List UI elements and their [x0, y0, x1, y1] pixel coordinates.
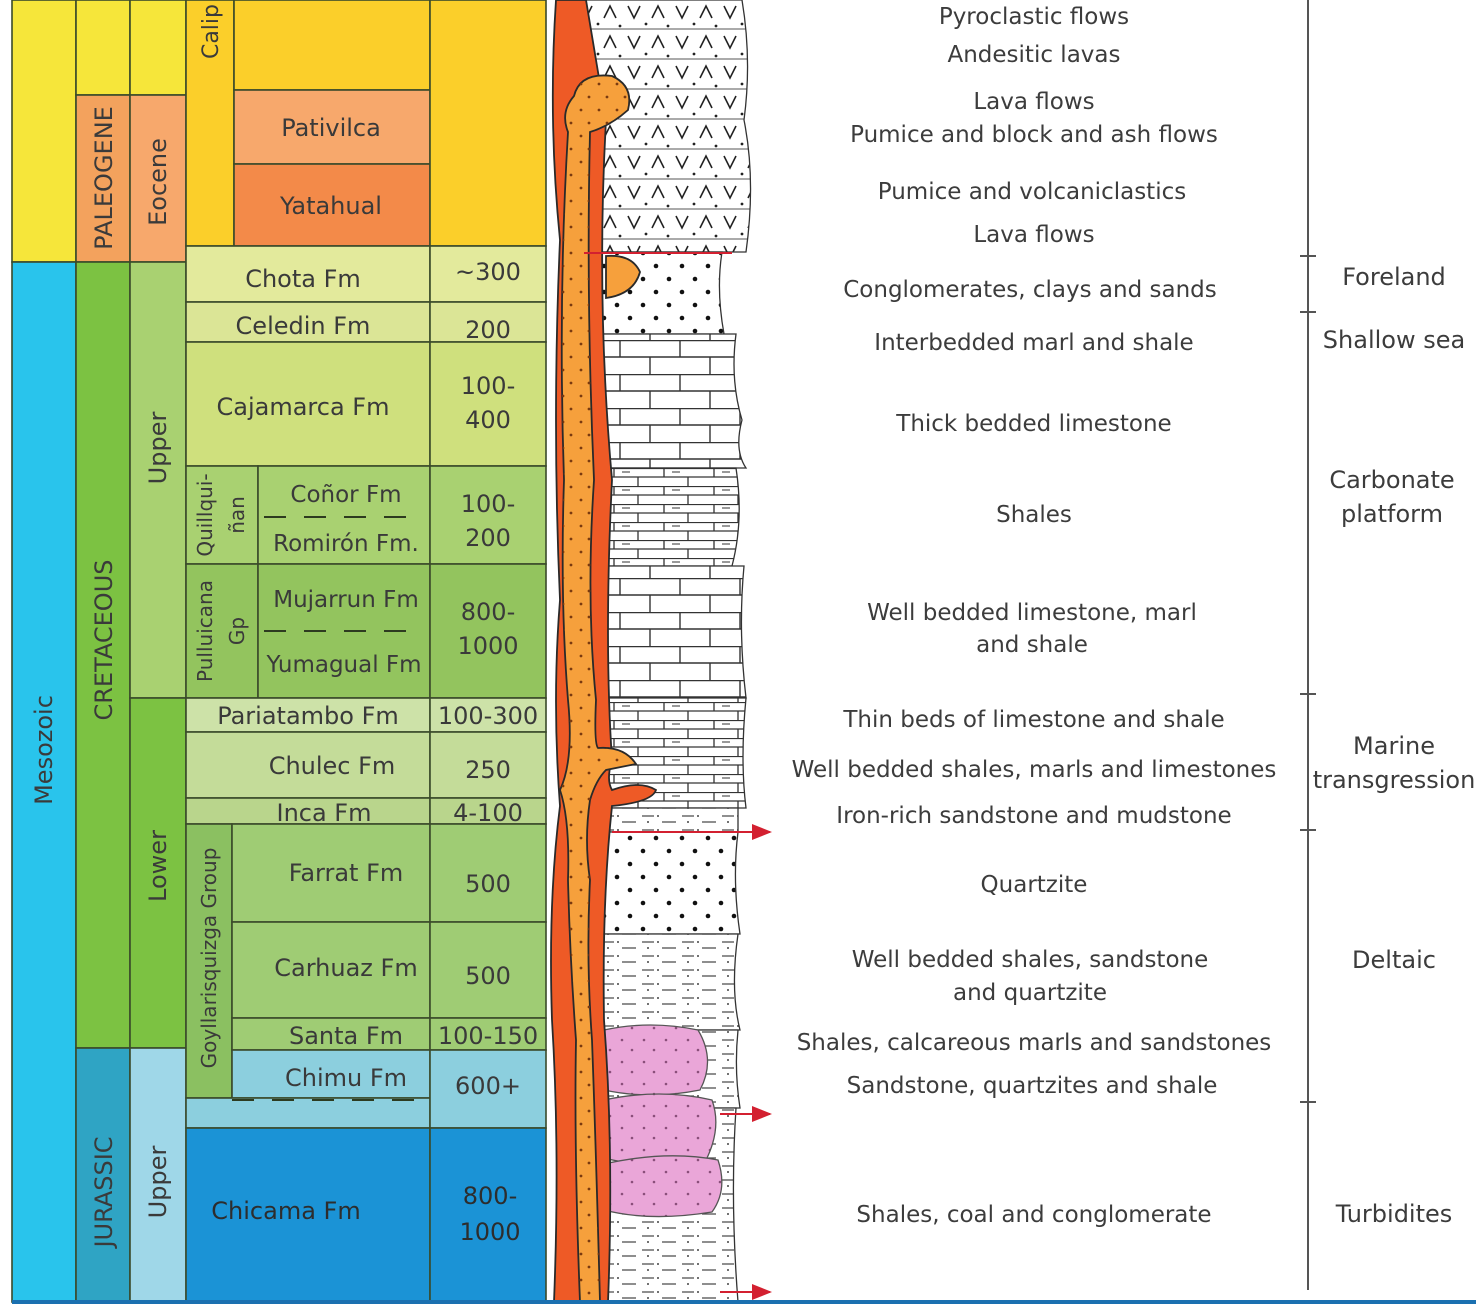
description-text: Well bedded limestone, marl	[867, 600, 1197, 626]
group-goyllarisquizga-label: Goyllarisquizga Group	[197, 848, 221, 1069]
description-text: Well bedded shales, marls and limestones	[792, 757, 1277, 783]
description-text: Conglomerates, clays and sands	[843, 277, 1217, 303]
epoch-top-cell	[130, 0, 186, 95]
thickness-value: 100-150	[438, 1022, 538, 1050]
environment-labels: Foreland Shallow sea Carbonate platform …	[1313, 263, 1476, 1228]
formation-name: Coñor Fm	[290, 482, 401, 508]
description-text: Quartzite	[981, 872, 1088, 898]
environment-carbonate-platform: Carbonate	[1329, 466, 1454, 494]
environment-axis	[1300, 0, 1316, 1290]
shale-sandstone-lithology	[586, 934, 740, 1030]
thickness-value: 1000	[457, 632, 518, 660]
description-text: and shale	[976, 632, 1088, 658]
formation-name: Santa Fm	[289, 1022, 403, 1050]
environment-marine-transgression: Marine	[1353, 732, 1435, 760]
environment-carbonate-platform: platform	[1341, 500, 1443, 528]
thickness-mujarrun-yumagual-cell	[430, 564, 546, 698]
description-text: Pumice and block and ash flows	[850, 122, 1218, 148]
epoch-lower-cretaceous-label: Lower	[144, 830, 172, 902]
formation-name: Pariatambo Fm	[217, 702, 399, 730]
thickness-chicama-cell	[430, 1128, 546, 1302]
svg-text:Gp: Gp	[225, 617, 249, 645]
period-jurassic-label: JURASSIC	[90, 1136, 118, 1249]
thickness-value: 800-	[463, 1182, 517, 1210]
formation-name: Yatahual	[279, 192, 382, 220]
thickness-value: 400	[465, 406, 511, 434]
description-text: Thin beds of limestone and shale	[842, 707, 1224, 733]
formation-name: Yumagual Fm	[265, 652, 421, 678]
formation-name: Farrat Fm	[289, 859, 404, 887]
thickness-cajamarca-cell	[430, 342, 546, 466]
svg-text:Pulluicana: Pulluicana	[193, 580, 217, 682]
description-text: Sandstone, quartzites and shale	[847, 1073, 1218, 1099]
thickness-value: 200	[465, 316, 511, 344]
description-text: Thick bedded limestone	[895, 411, 1171, 437]
formation-name: Romirón Fm.	[273, 531, 419, 557]
environment-turbidites: Turbidites	[1335, 1200, 1453, 1228]
description-text: Pumice and volcaniclastics	[878, 179, 1186, 205]
bedded-limestone-lithology	[586, 566, 746, 698]
formation-name: Inca Fm	[276, 799, 371, 827]
environment-marine-transgression: transgression	[1313, 766, 1476, 794]
formation-name: Chota Fm	[245, 265, 361, 293]
volcanic-lithology	[586, 0, 751, 252]
era-mesozoic-label: Mesozoic	[30, 695, 58, 805]
thickness-value: 500	[465, 962, 511, 990]
environment-foreland: Foreland	[1342, 263, 1446, 291]
thickness-value: 250	[465, 756, 511, 784]
formation-name: Chulec Fm	[269, 752, 396, 780]
formation-name: Cajamarca Fm	[217, 393, 390, 421]
formation-name: Carhuaz Fm	[274, 954, 417, 982]
epoch-eocene-label: Eocene	[144, 138, 172, 226]
thickness-value: ~300	[455, 258, 521, 286]
thickness-value: 100-	[461, 490, 515, 518]
svg-text:Quillqui-: Quillqui-	[193, 473, 217, 556]
period-paleogene-label: PALEOGENE	[90, 106, 118, 250]
formation-name: Celedin Fm	[236, 312, 371, 340]
description-text: Pyroclastic flows	[939, 4, 1129, 30]
tertiary-top-cell	[234, 0, 430, 90]
description-text: Shales, coal and conglomerate	[856, 1202, 1211, 1228]
thickness-value: 500	[465, 870, 511, 898]
description-text: Interbedded marl and shale	[874, 330, 1193, 356]
svg-text:ñan: ñan	[225, 496, 249, 534]
lithology-descriptions: Pyroclastic flows Andesitic lavas Lava f…	[792, 4, 1277, 1228]
formation-name: Pativilca	[281, 114, 381, 142]
description-text: Lava flows	[973, 222, 1094, 248]
epoch-upper-cretaceous-label: Upper	[144, 412, 172, 485]
thickness-value: 100-	[461, 372, 515, 400]
formation-name: Chicama Fm	[211, 1197, 360, 1225]
thickness-value: 1000	[459, 1218, 520, 1246]
thickness-value: 100-300	[438, 702, 538, 730]
formation-name: Chimu Fm	[285, 1064, 407, 1092]
description-text: Shales	[996, 502, 1072, 528]
formation-chimu-lower-cell	[186, 1098, 430, 1128]
thickness-value: 200	[465, 524, 511, 552]
environment-deltaic: Deltaic	[1352, 946, 1436, 974]
epoch-upper-jurassic-label: Upper	[144, 1146, 172, 1219]
era-cenozoic-cell	[12, 0, 76, 262]
period-cretaceous-label: CRETACEOUS	[90, 559, 118, 720]
period-neogene-cell	[76, 0, 130, 95]
thickness-value: 600+	[455, 1072, 521, 1100]
thickness-value: 4-100	[453, 799, 523, 827]
description-text: Iron-rich sandstone and mudstone	[836, 803, 1231, 829]
formation-name: Mujarrun Fm	[273, 587, 419, 613]
description-text: Lava flows	[973, 89, 1094, 115]
environment-shallow-sea: Shallow sea	[1323, 326, 1465, 354]
description-text: and quartzite	[953, 980, 1107, 1006]
description-text: Well bedded shales, sandstone	[852, 947, 1209, 973]
description-text: Andesitic lavas	[948, 42, 1121, 68]
thickness-value: 800-	[461, 598, 515, 626]
pink-sandstone-lenses	[604, 1025, 722, 1217]
tertiary-thickness-cell	[430, 0, 546, 246]
description-text: Shales, calcareous marls and sandstones	[797, 1030, 1272, 1056]
group-calip-label: Calip	[199, 4, 224, 59]
